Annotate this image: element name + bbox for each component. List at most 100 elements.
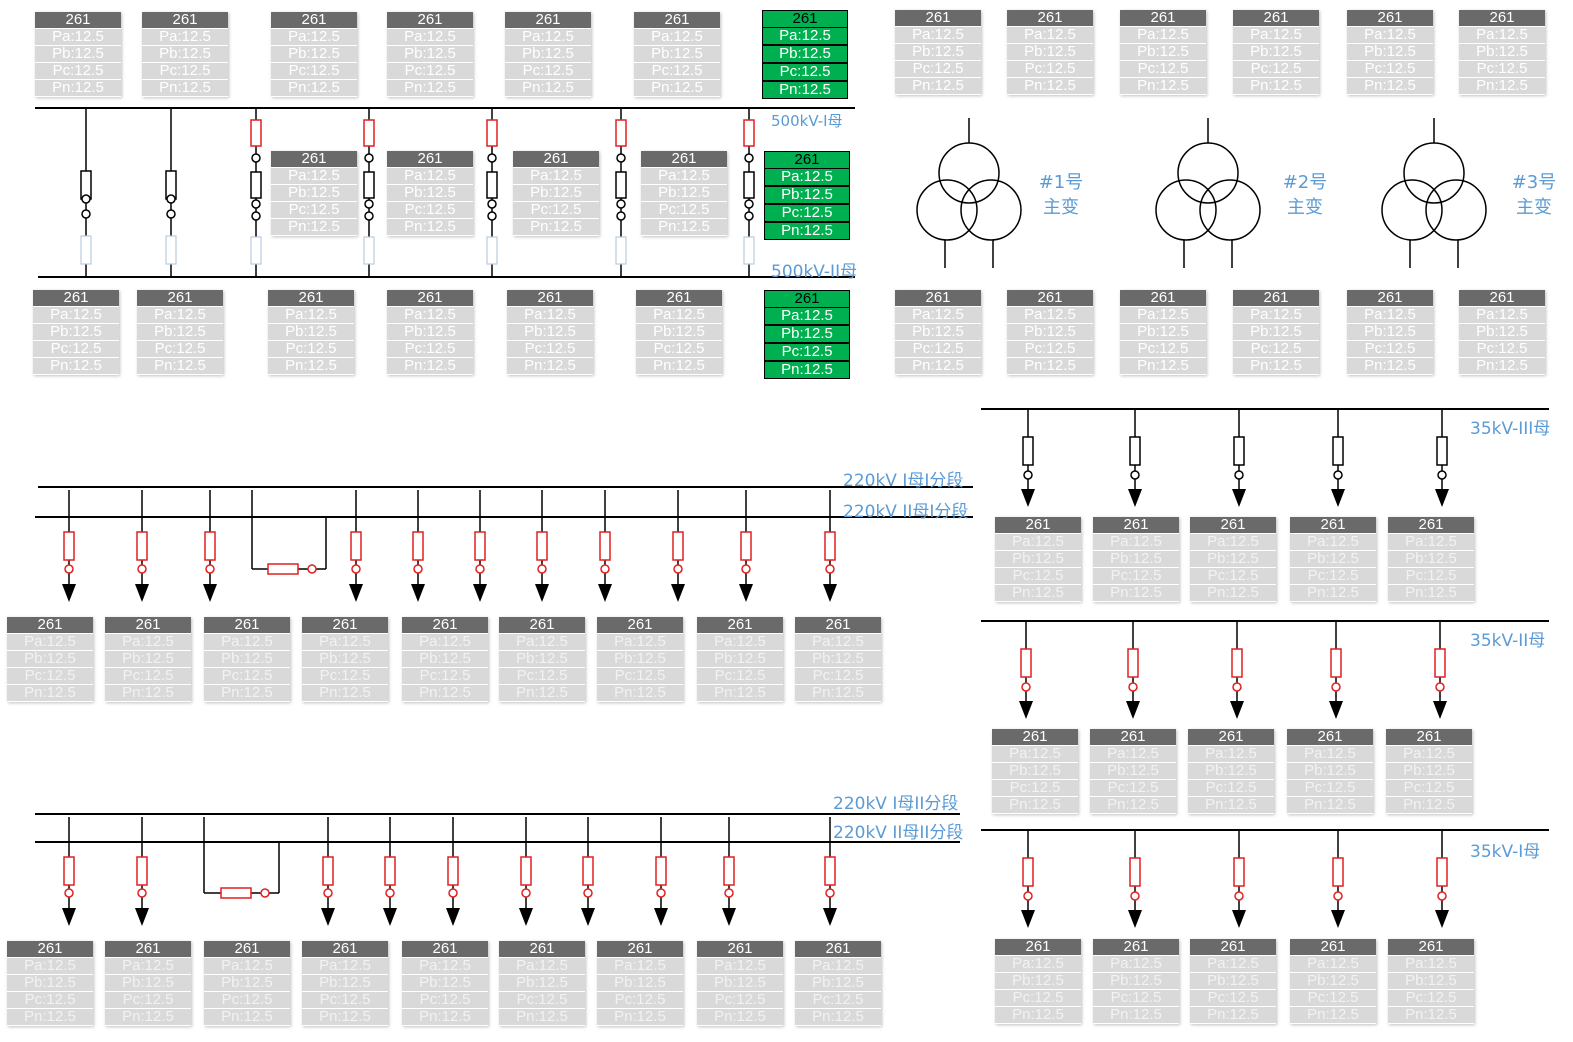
card-value-pa: Pa:12.5 (142, 29, 228, 46)
card-value-pc: Pc:12.5 (1188, 780, 1274, 797)
feeder-220b-1-arrow (135, 908, 149, 926)
card-value-pa: Pa:12.5 (795, 634, 881, 651)
bus-label-35kv-3: 35kV-III母 (1470, 419, 1551, 439)
feeder-220a-6-arrow (535, 584, 549, 602)
card-value-pb: Pb:12.5 (764, 325, 850, 343)
card-value-pc: Pc:12.5 (597, 668, 683, 685)
card-value-pc: Pc:12.5 (1093, 568, 1179, 585)
card-value-pn: Pn:12.5 (1233, 78, 1319, 95)
card-value-pb: Pb:12.5 (499, 651, 585, 668)
card-value-pn: Pn:12.5 (402, 685, 488, 702)
card-title: 261 (764, 151, 850, 168)
card-title: 261 (1290, 517, 1376, 534)
card-title: 261 (1386, 729, 1472, 746)
breaker-35-3-0 (1022, 436, 1034, 466)
breaker-500-red-mid-3 (615, 171, 627, 199)
card-value-pb: Pb:12.5 (402, 651, 488, 668)
card-value-pa: Pa:12.5 (1459, 27, 1545, 44)
card-value-pn: Pn:12.5 (1290, 1007, 1376, 1024)
breaker-220a-5 (474, 531, 486, 561)
breaker-35-1-2 (1233, 857, 1245, 887)
breaker-35-2-1 (1127, 648, 1139, 678)
card-value-pc: Pc:12.5 (1290, 568, 1376, 585)
card-title: 261 (1093, 939, 1179, 956)
transformer-2-winding-lv (1199, 179, 1261, 241)
card-value-pa: Pa:12.5 (1190, 534, 1276, 551)
card-value-pb: Pb:12.5 (271, 185, 357, 202)
card-value-pn: Pn:12.5 (1093, 585, 1179, 602)
disconnector-220a-5 (475, 564, 485, 574)
card-title: 261 (895, 290, 981, 307)
breaker-500-red-top-0 (250, 119, 262, 147)
card-title: 261 (1190, 939, 1276, 956)
card-value-pn: Pn:12.5 (641, 219, 727, 236)
disconnector-500-black-1-b (166, 209, 176, 219)
feeder-220a-3-arrow (349, 584, 363, 602)
